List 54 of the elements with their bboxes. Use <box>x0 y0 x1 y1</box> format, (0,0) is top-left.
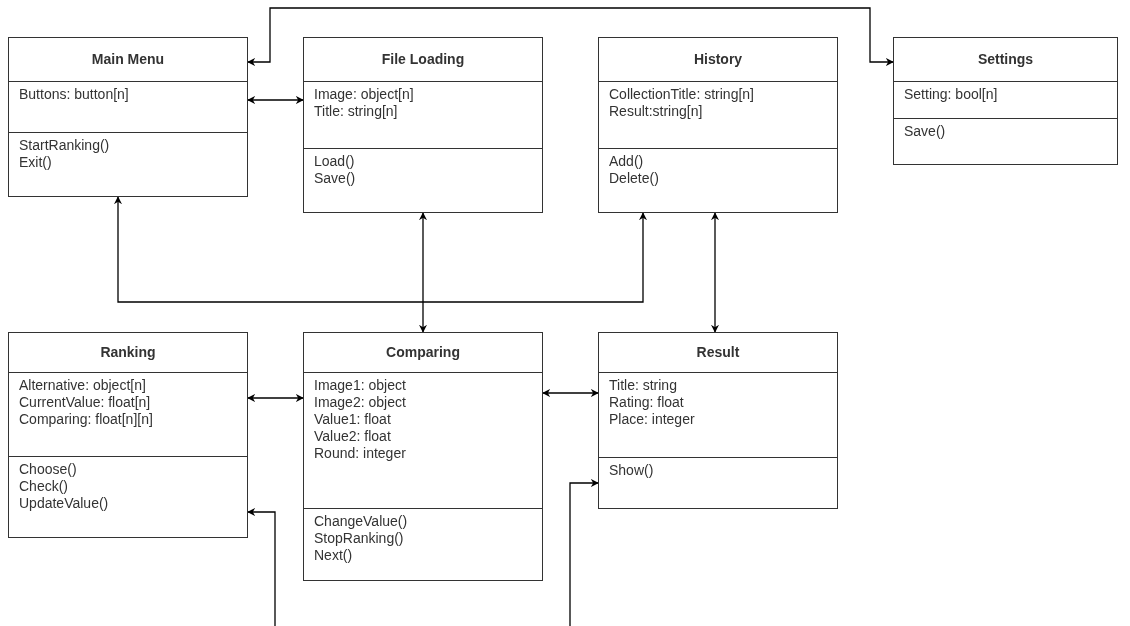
attribute-text: Alternative: object[n] <box>19 377 146 394</box>
arrow <box>711 212 719 333</box>
attribute-text: Value1: float <box>314 411 391 428</box>
arrow <box>542 389 599 397</box>
method-text: Save() <box>904 123 946 140</box>
method-text: UpdateValue() <box>19 495 109 512</box>
attribute-text: Result:string[n] <box>609 103 703 120</box>
method-text: Load() <box>314 153 355 170</box>
arrow <box>114 196 647 303</box>
class-name: Main Menu <box>91 50 165 69</box>
attribute-text: Place: integer <box>609 411 695 428</box>
attribute-text: Title: string[n] <box>314 103 398 120</box>
attribute-text: Image2: object <box>314 394 406 411</box>
class-box <box>598 332 838 509</box>
method-text: Save() <box>314 170 356 187</box>
arrow <box>247 7 894 66</box>
arrow <box>247 96 304 104</box>
method-text: Show() <box>609 462 654 479</box>
arrow <box>419 212 427 333</box>
class-name: Ranking <box>100 343 156 362</box>
class-name: Comparing <box>386 343 460 362</box>
attribute-text: Setting: bool[n] <box>904 86 998 103</box>
arrow <box>247 394 304 402</box>
method-text: StopRanking() <box>314 530 404 547</box>
class-name: Settings <box>977 50 1034 69</box>
method-text: StartRanking() <box>19 137 110 154</box>
attribute-text: Comparing: float[n][n] <box>19 411 153 428</box>
attribute-text: Rating: float <box>609 394 684 411</box>
attribute-text: Value2: float <box>314 428 391 445</box>
method-text: Delete() <box>609 170 659 187</box>
method-text: Next() <box>314 547 353 564</box>
class-box <box>303 37 543 213</box>
method-text: ChangeValue() <box>314 513 408 530</box>
method-text: Check() <box>19 478 68 495</box>
arrow <box>569 479 599 626</box>
class-box <box>8 332 248 538</box>
attribute-text: Buttons: button[n] <box>19 86 129 103</box>
arrow <box>247 508 276 626</box>
class-box <box>598 37 838 213</box>
class-box <box>8 37 248 197</box>
attribute-text: CurrentValue: float[n] <box>19 394 151 411</box>
attribute-text: Title: string <box>609 377 677 394</box>
class-name: History <box>693 50 743 69</box>
method-text: Exit() <box>19 154 52 171</box>
attribute-text: Image1: object <box>314 377 406 394</box>
class-name: Result <box>696 343 740 362</box>
class-name: File Loading <box>381 50 465 69</box>
class-box <box>893 37 1118 165</box>
class-box <box>303 332 543 581</box>
attribute-text: CollectionTitle: string[n] <box>609 86 754 103</box>
method-text: Choose() <box>19 461 77 478</box>
attribute-text: Round: integer <box>314 445 406 462</box>
attribute-text: Image: object[n] <box>314 86 414 103</box>
method-text: Add() <box>609 153 644 170</box>
